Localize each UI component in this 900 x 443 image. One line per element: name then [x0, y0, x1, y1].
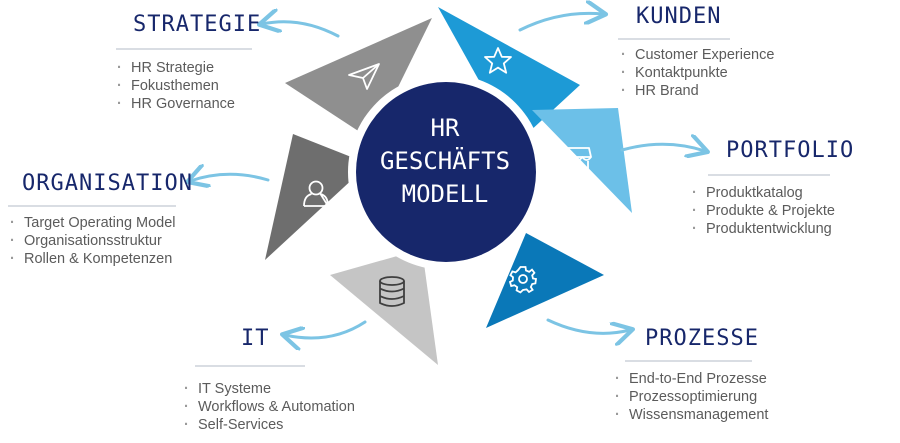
strategie-heading: STRATEGIE — [133, 12, 262, 37]
organisation-heading: ORGANISATION — [22, 171, 193, 196]
list-item: Produktentwicklung — [690, 220, 835, 238]
arrow-kunden — [518, 13, 603, 32]
list-item: HR Governance — [115, 95, 235, 113]
portfolio-heading: PORTFOLIO — [726, 138, 855, 163]
strategie-underline — [116, 48, 252, 50]
prozesse-list: End-to-End Prozesse Prozessoptimierung W… — [613, 370, 768, 424]
center-title-line: GESCHÄFTS — [379, 147, 511, 175]
center-circle — [356, 82, 536, 262]
petal-portfolio — [532, 108, 632, 213]
it-heading: IT — [241, 326, 270, 351]
storefront-icon — [564, 147, 592, 174]
list-item: Produktkatalog — [690, 184, 835, 202]
it-list: IT Systeme Workflows & Automation Self-S… — [182, 380, 355, 434]
star-icon — [484, 47, 512, 74]
kunden-list: Customer Experience Kontaktpunkte HR Bra… — [619, 46, 774, 100]
list-item: Prozessoptimierung — [613, 388, 768, 406]
it-underline — [195, 365, 305, 367]
petal-organisation — [265, 134, 369, 260]
person-icon — [303, 180, 329, 210]
list-item: Workflows & Automation — [182, 398, 355, 416]
petal-prozesse — [486, 233, 604, 328]
list-item: Rollen & Kompetenzen — [8, 250, 176, 268]
list-item: End-to-End Prozesse — [613, 370, 768, 388]
list-item: Organisationsstruktur — [8, 232, 176, 250]
arrow-organisation — [190, 174, 270, 181]
list-item: Produkte & Projekte — [690, 202, 835, 220]
list-item: HR Strategie — [115, 59, 235, 77]
database-icon — [379, 276, 405, 307]
list-item: IT Systeme — [182, 380, 355, 398]
portfolio-list: Produktkatalog Produkte & Projekte Produ… — [690, 184, 835, 238]
arrow-strategie — [262, 22, 340, 38]
kunden-heading: KUNDEN — [636, 4, 722, 29]
organisation-list: Target Operating Model Organisationsstru… — [8, 214, 176, 268]
list-item: Target Operating Model — [8, 214, 176, 232]
list-item: Wissensmanagement — [613, 406, 768, 424]
list-item: Fokusthemen — [115, 77, 235, 95]
center-title-line: HR — [430, 114, 460, 142]
petal-strategie — [285, 18, 432, 140]
list-item: Kontaktpunkte — [619, 64, 774, 82]
prozesse-heading: PROZESSE — [645, 326, 759, 351]
list-item: Self-Services — [182, 416, 355, 434]
center-title: HR GESCHÄFTS MODELL — [360, 112, 530, 211]
arrow-prozesse — [546, 318, 630, 333]
center-title-line: MODELL — [401, 180, 489, 208]
arrow-portfolio — [620, 144, 705, 151]
organisation-underline — [8, 205, 176, 207]
arrow-it — [285, 320, 367, 338]
list-item: HR Brand — [619, 82, 774, 100]
kunden-underline — [618, 38, 730, 40]
paper-plane-icon — [348, 63, 380, 90]
petal-it — [330, 249, 438, 365]
portfolio-underline — [708, 174, 830, 176]
list-item: Customer Experience — [619, 46, 774, 64]
prozesse-underline — [625, 360, 752, 362]
gear-icon — [508, 266, 538, 294]
strategie-list: HR Strategie Fokusthemen HR Governance — [115, 59, 235, 113]
